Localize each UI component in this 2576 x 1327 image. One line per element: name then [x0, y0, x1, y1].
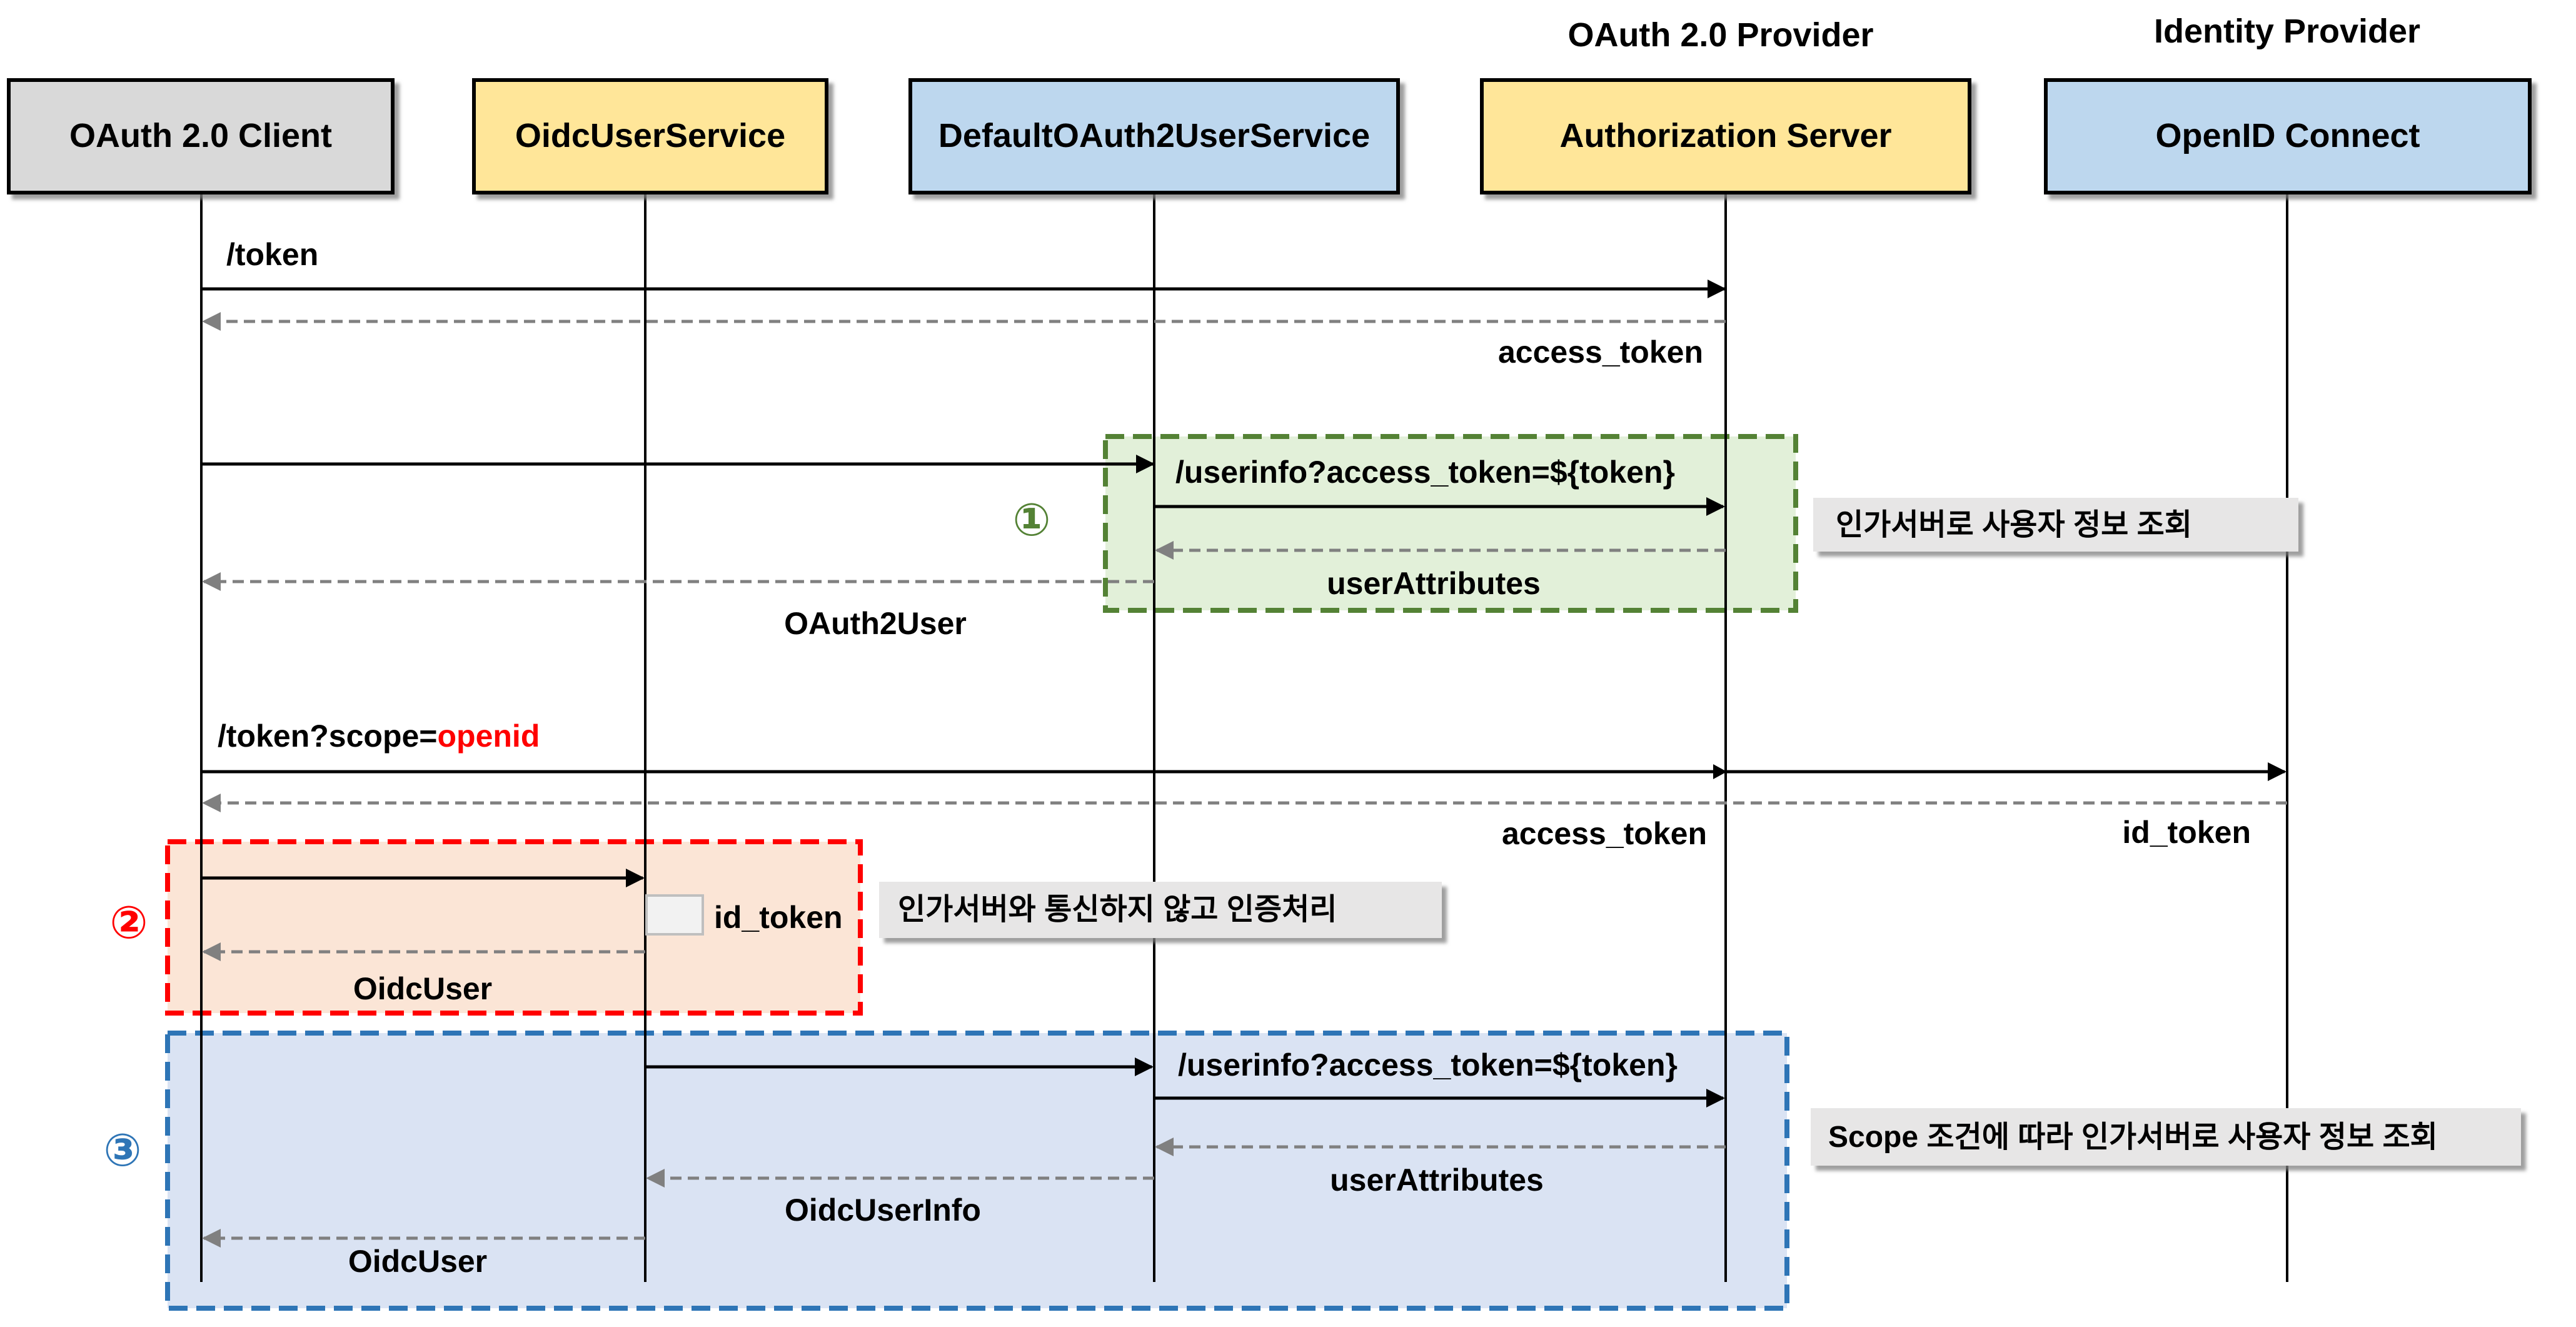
region-2-note-text: 인가서버와 통신하지 않고 인증처리 — [898, 893, 1337, 926]
region-3-note: Scope 조건에 따라 인가서버로 사용자 정보 조회 — [1811, 1108, 2521, 1166]
region-1-number: ① — [1013, 495, 1051, 545]
region-2-number: ② — [110, 898, 148, 948]
participant-authorization-server: Authorization Server — [1480, 78, 1971, 194]
region-3-box — [165, 1031, 1789, 1311]
participant-default-oauth2-user-service: DefaultOAuth2UserService — [908, 78, 1400, 194]
id-token-activation-box — [645, 894, 704, 936]
region-3-number: ③ — [104, 1126, 142, 1176]
msg-token-label: /token — [226, 237, 318, 272]
region-2-note: 인가서버와 통신하지 않고 인증처리 — [879, 882, 1442, 938]
msg-token-scope-mid-arrowhead — [1713, 764, 1727, 779]
msg-oidcuser-label-2: OidcUser — [348, 1244, 487, 1279]
header-identity-provider: Identity Provider — [2154, 13, 2420, 50]
msg-id-token-label: id_token — [2122, 815, 2251, 850]
id-token-activation-label: id_token — [714, 900, 843, 935]
region-1-note: 인가서버로 사용자 정보 조회 — [1813, 498, 2298, 552]
participant-default-oauth2-user-service-label: DefaultOAuth2UserService — [938, 117, 1370, 154]
participant-client-label: OAuth 2.0 Client — [69, 117, 332, 154]
participant-openid-connect-label: OpenID Connect — [2155, 117, 2420, 154]
msg-userinfo-label-2: /userinfo?access_token=${token} — [1178, 1047, 1678, 1082]
msg-userinfo-label-1: /userinfo?access_token=${token} — [1175, 455, 1675, 490]
participant-client: OAuth 2.0 Client — [7, 78, 395, 194]
msg-access-token-label: access_token — [1498, 335, 1703, 370]
msg-oidc-user-info-label: OidcUserInfo — [785, 1193, 981, 1228]
participant-authorization-server-label: Authorization Server — [1559, 117, 1891, 154]
region-1-note-text: 인가서버로 사용자 정보 조회 — [1836, 508, 2192, 542]
participant-oidc-user-service: OidcUserService — [472, 78, 828, 194]
msg-access-token-label-2: access_token — [1502, 816, 1707, 851]
region-3-note-text: Scope 조건에 따라 인가서버로 사용자 정보 조회 — [1828, 1121, 2438, 1154]
participant-oidc-user-service-label: OidcUserService — [515, 117, 785, 154]
msg-token-scope-label: /token?scope=openid — [218, 719, 540, 754]
participant-openid-connect: OpenID Connect — [2044, 78, 2532, 194]
msg-user-attributes-label-2: userAttributes — [1330, 1163, 1544, 1198]
msg-user-attributes-label-1: userAttributes — [1327, 566, 1541, 601]
header-oauth2-provider: OAuth 2.0 Provider — [1567, 16, 1873, 54]
region-2-box — [165, 839, 863, 1016]
msg-oauth2user-label: OAuth2User — [784, 606, 967, 641]
region-1-box — [1103, 434, 1798, 613]
msg-oidcuser-label-1: OidcUser — [353, 971, 492, 1006]
